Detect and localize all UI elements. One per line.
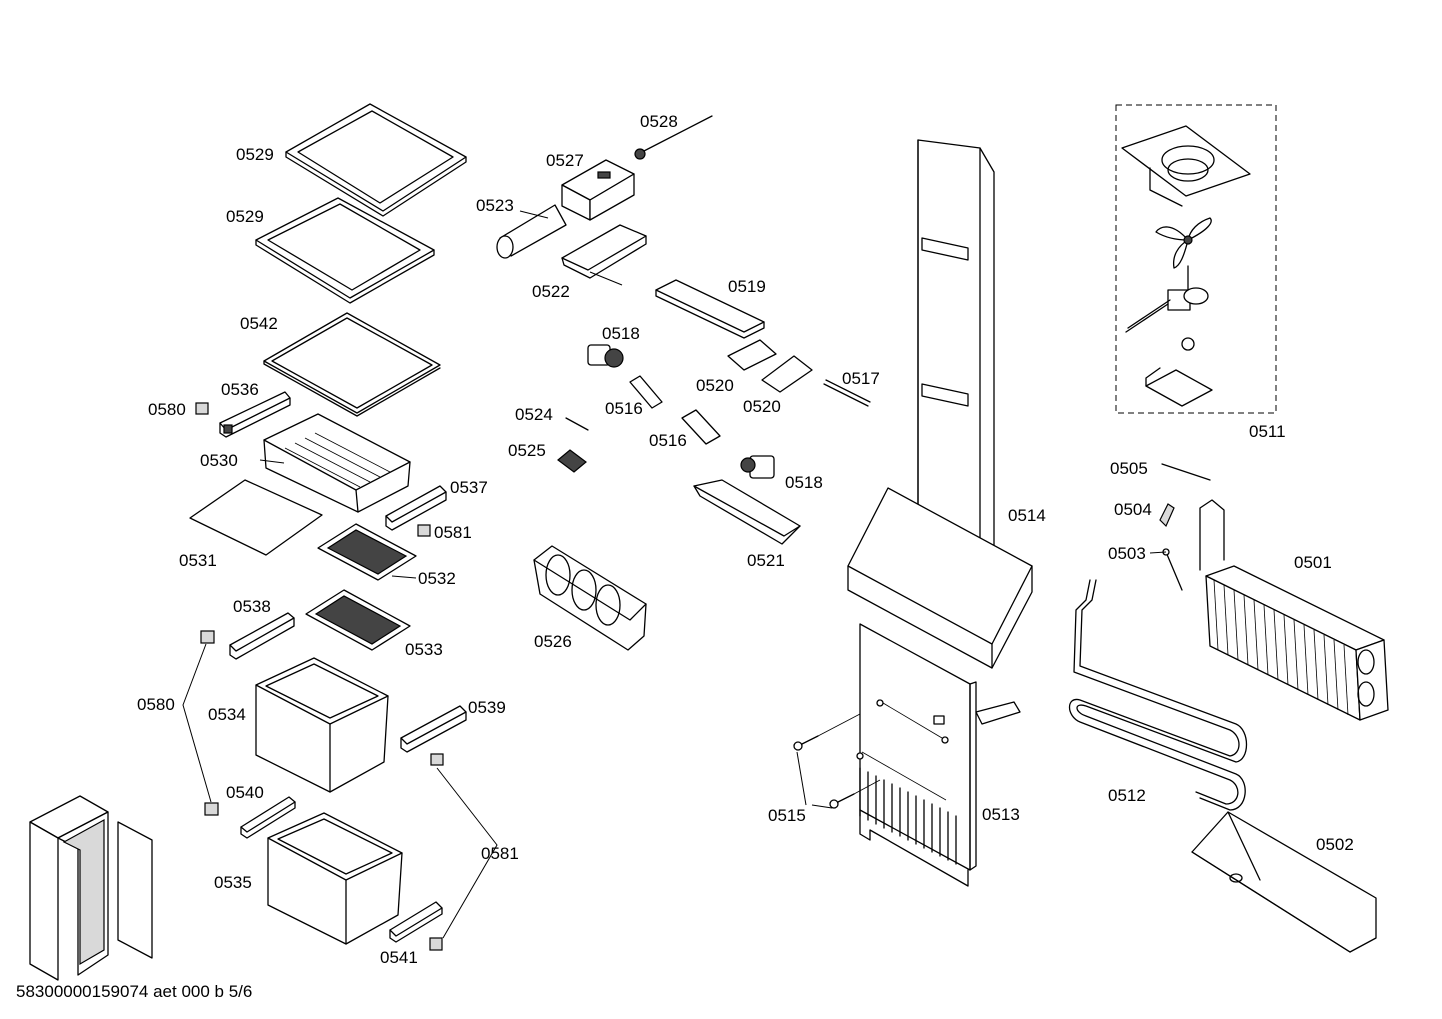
rail-0541 <box>389 901 443 943</box>
leader-lines <box>259 210 1167 579</box>
clip-0581-top <box>417 524 431 537</box>
strip-0517 <box>823 379 871 407</box>
label-0530: 0530 <box>200 451 238 470</box>
label-0521: 0521 <box>747 551 785 570</box>
label-0517: 0517 <box>842 369 880 388</box>
rail-0540 <box>240 796 296 839</box>
label-0532: 0532 <box>418 569 456 588</box>
valve-0518-bottom <box>740 455 775 479</box>
pad-0520 <box>727 339 813 393</box>
label-0503: 0503 <box>1108 544 1146 563</box>
heater-0512 <box>1068 579 1248 811</box>
clip-0581-mid <box>430 753 444 766</box>
label-0540: 0540 <box>226 783 264 802</box>
grille-0533 <box>305 589 411 651</box>
label-0580-top: 0580 <box>148 400 186 419</box>
evaporator-0501 <box>1199 499 1389 721</box>
evaporator-fins <box>1213 579 1349 716</box>
rail-0536 <box>219 391 291 438</box>
label-0531: 0531 <box>179 551 217 570</box>
label-0538: 0538 <box>233 597 271 616</box>
label-0529-top: 0529 <box>236 145 274 164</box>
label-0518-top: 0518 <box>602 324 640 343</box>
label-0514: 0514 <box>1008 506 1046 525</box>
label-0523: 0523 <box>476 196 514 215</box>
sensor-0525 <box>557 449 587 473</box>
label-0541: 0541 <box>380 948 418 967</box>
rail-0539 <box>400 705 467 753</box>
shelf-0529-bottom <box>255 197 435 304</box>
rail-0538 <box>229 612 295 660</box>
label-0581-top: 0581 <box>434 523 472 542</box>
label-0518-bottom: 0518 <box>785 473 823 492</box>
valve-0518-top <box>587 344 624 368</box>
shelf-0529-top <box>285 103 467 217</box>
glass-0531 <box>189 479 323 556</box>
label-0505: 0505 <box>1110 459 1148 478</box>
bracket-0519 <box>655 279 765 339</box>
leaders-0580-0581 <box>182 643 498 939</box>
shelf-0542 <box>263 312 441 417</box>
rail-0537 <box>385 485 447 531</box>
clip-0504 <box>1159 503 1175 528</box>
label-0504: 0504 <box>1114 500 1152 519</box>
label-0513: 0513 <box>982 805 1020 824</box>
label-0515: 0515 <box>768 806 806 825</box>
connector-0516-top <box>629 375 663 409</box>
cabinet-overview <box>29 795 153 981</box>
label-0519: 0519 <box>728 277 766 296</box>
label-0520-right: 0520 <box>743 397 781 416</box>
label-0534: 0534 <box>208 705 246 724</box>
label-0520-left: 0520 <box>696 376 734 395</box>
clip-0580-top <box>195 402 209 415</box>
fuse-0503 <box>1162 548 1183 591</box>
label-0502: 0502 <box>1316 835 1354 854</box>
part-labels: 0529 0529 0542 0580 0536 0530 0537 0581 … <box>137 112 1354 967</box>
label-0536: 0536 <box>221 380 259 399</box>
label-0516-top: 0516 <box>605 399 643 418</box>
clip-0581-bottom <box>429 937 443 951</box>
label-0511: 0511 <box>1249 422 1286 441</box>
label-0501: 0501 <box>1294 553 1332 572</box>
label-0512: 0512 <box>1108 786 1146 805</box>
pin-0524 <box>565 417 589 431</box>
drip-tray-0502 <box>1191 811 1377 953</box>
document-code: 58300000159074 aet 000 b 5/6 <box>16 982 252 1001</box>
label-0528: 0528 <box>640 112 678 131</box>
label-0533: 0533 <box>405 640 443 659</box>
label-0526: 0526 <box>534 632 572 651</box>
cover-0522 <box>561 224 647 279</box>
duct-0514 <box>847 139 1033 669</box>
grille-bars <box>859 767 957 865</box>
filter-0523 <box>496 204 567 259</box>
grille-0532 <box>317 523 417 581</box>
label-0539: 0539 <box>468 698 506 717</box>
screw-0515 <box>793 713 881 809</box>
holder-0526 <box>533 545 647 651</box>
label-0522: 0522 <box>532 282 570 301</box>
label-0527: 0527 <box>546 151 584 170</box>
drawer-0534 <box>255 657 389 793</box>
label-0537: 0537 <box>450 478 488 497</box>
wire-0528 <box>634 115 713 160</box>
tray-0521 <box>693 479 801 545</box>
label-0535: 0535 <box>214 873 252 892</box>
drawer-0535 <box>267 812 403 945</box>
label-0529-bottom: 0529 <box>226 207 264 226</box>
drawer-0530 <box>263 413 411 513</box>
clip-0580-mid <box>200 630 215 644</box>
clip-0580-bottom <box>204 802 219 816</box>
label-0542: 0542 <box>240 314 278 333</box>
housing-0527 <box>561 159 635 221</box>
label-0516-bottom: 0516 <box>649 431 687 450</box>
label-0580-mid: 0580 <box>137 695 175 714</box>
connector-0516-bottom <box>681 409 721 445</box>
label-0525: 0525 <box>508 441 546 460</box>
fan-assembly-0511 <box>1115 104 1277 414</box>
label-0581-bottom: 0581 <box>481 844 519 863</box>
sensor-0505 <box>1161 463 1211 481</box>
label-0524: 0524 <box>515 405 553 424</box>
panel-0513 <box>856 623 1021 887</box>
